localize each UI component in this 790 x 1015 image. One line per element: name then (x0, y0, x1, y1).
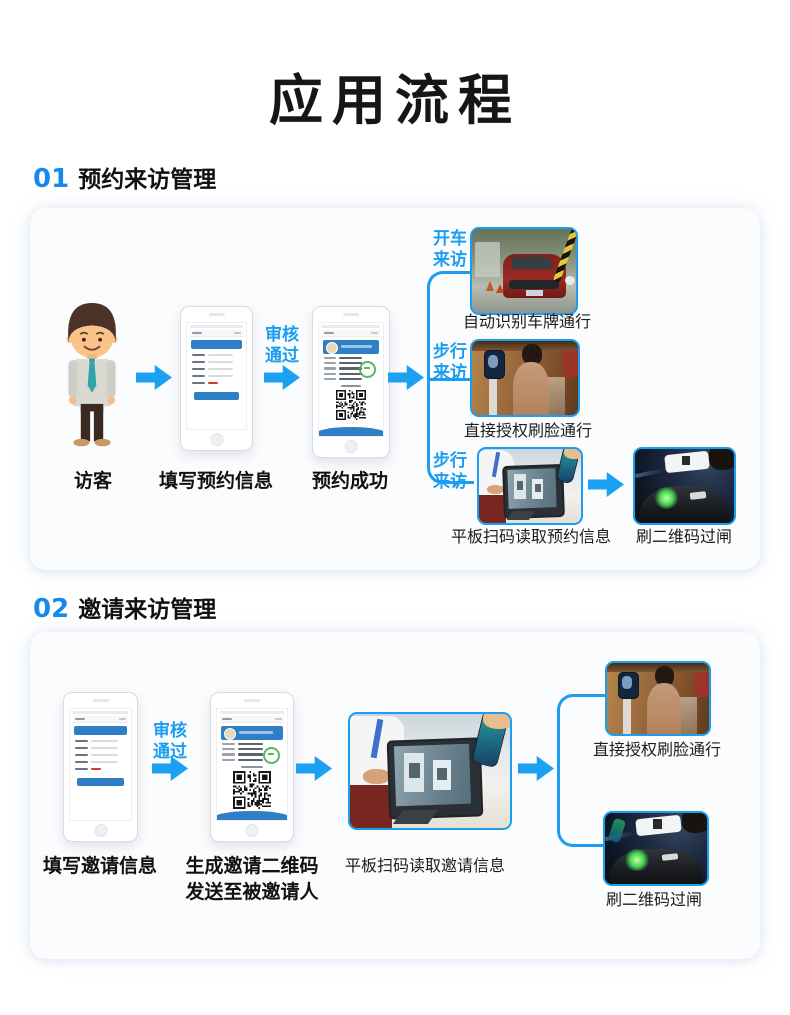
qr-code (233, 771, 271, 810)
caption-face: 直接授权刷脸通行 (463, 421, 593, 440)
visitor-illustration (66, 302, 118, 447)
reservation-card (324, 357, 378, 380)
phone4-label-line1: 生成邀请二维码 (185, 855, 319, 877)
phone-screen-success (318, 322, 384, 437)
branch-tag-walk: 步行来访 (433, 342, 467, 384)
branch-connector (557, 694, 606, 847)
photo-qr-gate (603, 811, 709, 886)
wave-decoration (217, 811, 287, 820)
branch-connector (427, 271, 474, 484)
approve-label: 审核通过 (153, 721, 187, 763)
phone2-label: 预约成功 (311, 470, 389, 492)
caption-gate: 刷二维码过闸 (605, 890, 703, 909)
phone-screen-form (186, 322, 247, 430)
caption-car: 自动识别车牌通行 (462, 312, 592, 331)
phone1-label: 填写预约信息 (158, 470, 274, 492)
approved-stamp-icon (359, 361, 376, 378)
section-01-header: 01 预约来访管理 (33, 160, 216, 194)
branch-tag-car: 开车来访 (433, 229, 467, 271)
caption-tablet: 平板扫码读取预约信息 (450, 527, 612, 546)
photo-tablet-scan (477, 447, 583, 525)
photo-tablet-scan-large (348, 712, 512, 830)
photo-car-entrance (470, 227, 578, 315)
branch-tag-walk: 步行来访 (433, 451, 467, 493)
invitation-card (222, 743, 282, 764)
phone-invitation-form-mockup (63, 692, 138, 842)
success-banner (221, 726, 283, 740)
caption-face: 直接授权刷脸通行 (592, 740, 722, 759)
form-submit-button-mock (194, 392, 239, 400)
phone-invitation-qr-mockup (210, 692, 294, 842)
phone-reservation-success-mockup (312, 306, 390, 458)
phone-screen-form (69, 708, 132, 821)
photo-qr-gate (633, 447, 736, 525)
phone-reservation-form-mockup (180, 306, 253, 451)
section-01-number: 01 (33, 164, 70, 194)
qr-code (336, 390, 366, 421)
section-02-heading: 邀请来访管理 (78, 597, 217, 623)
approve-label: 审核通过 (265, 325, 299, 367)
phone3-label: 填写邀请信息 (42, 855, 158, 877)
wave-decoration (319, 427, 383, 436)
section-01-heading: 预约来访管理 (78, 167, 217, 193)
page-title: 应用流程 (269, 69, 521, 132)
success-banner (323, 340, 379, 354)
section-02-header: 02 邀请来访管理 (33, 590, 216, 624)
form-submit-button-mock (77, 778, 124, 786)
caption-tablet: 平板扫码读取邀请信息 (344, 856, 506, 875)
photo-face-recognition (605, 661, 711, 736)
caption-gate: 刷二维码过闸 (635, 527, 733, 546)
phone-screen-qr (216, 708, 288, 821)
section-02-number: 02 (33, 594, 70, 624)
form-title-bar (74, 726, 127, 735)
phone4-label-line2: 发送至被邀请人 (185, 881, 319, 903)
photo-face-recognition (470, 339, 580, 417)
approved-stamp-icon (263, 747, 280, 764)
form-title-bar (191, 340, 242, 349)
visitor-label: 访客 (73, 470, 113, 492)
